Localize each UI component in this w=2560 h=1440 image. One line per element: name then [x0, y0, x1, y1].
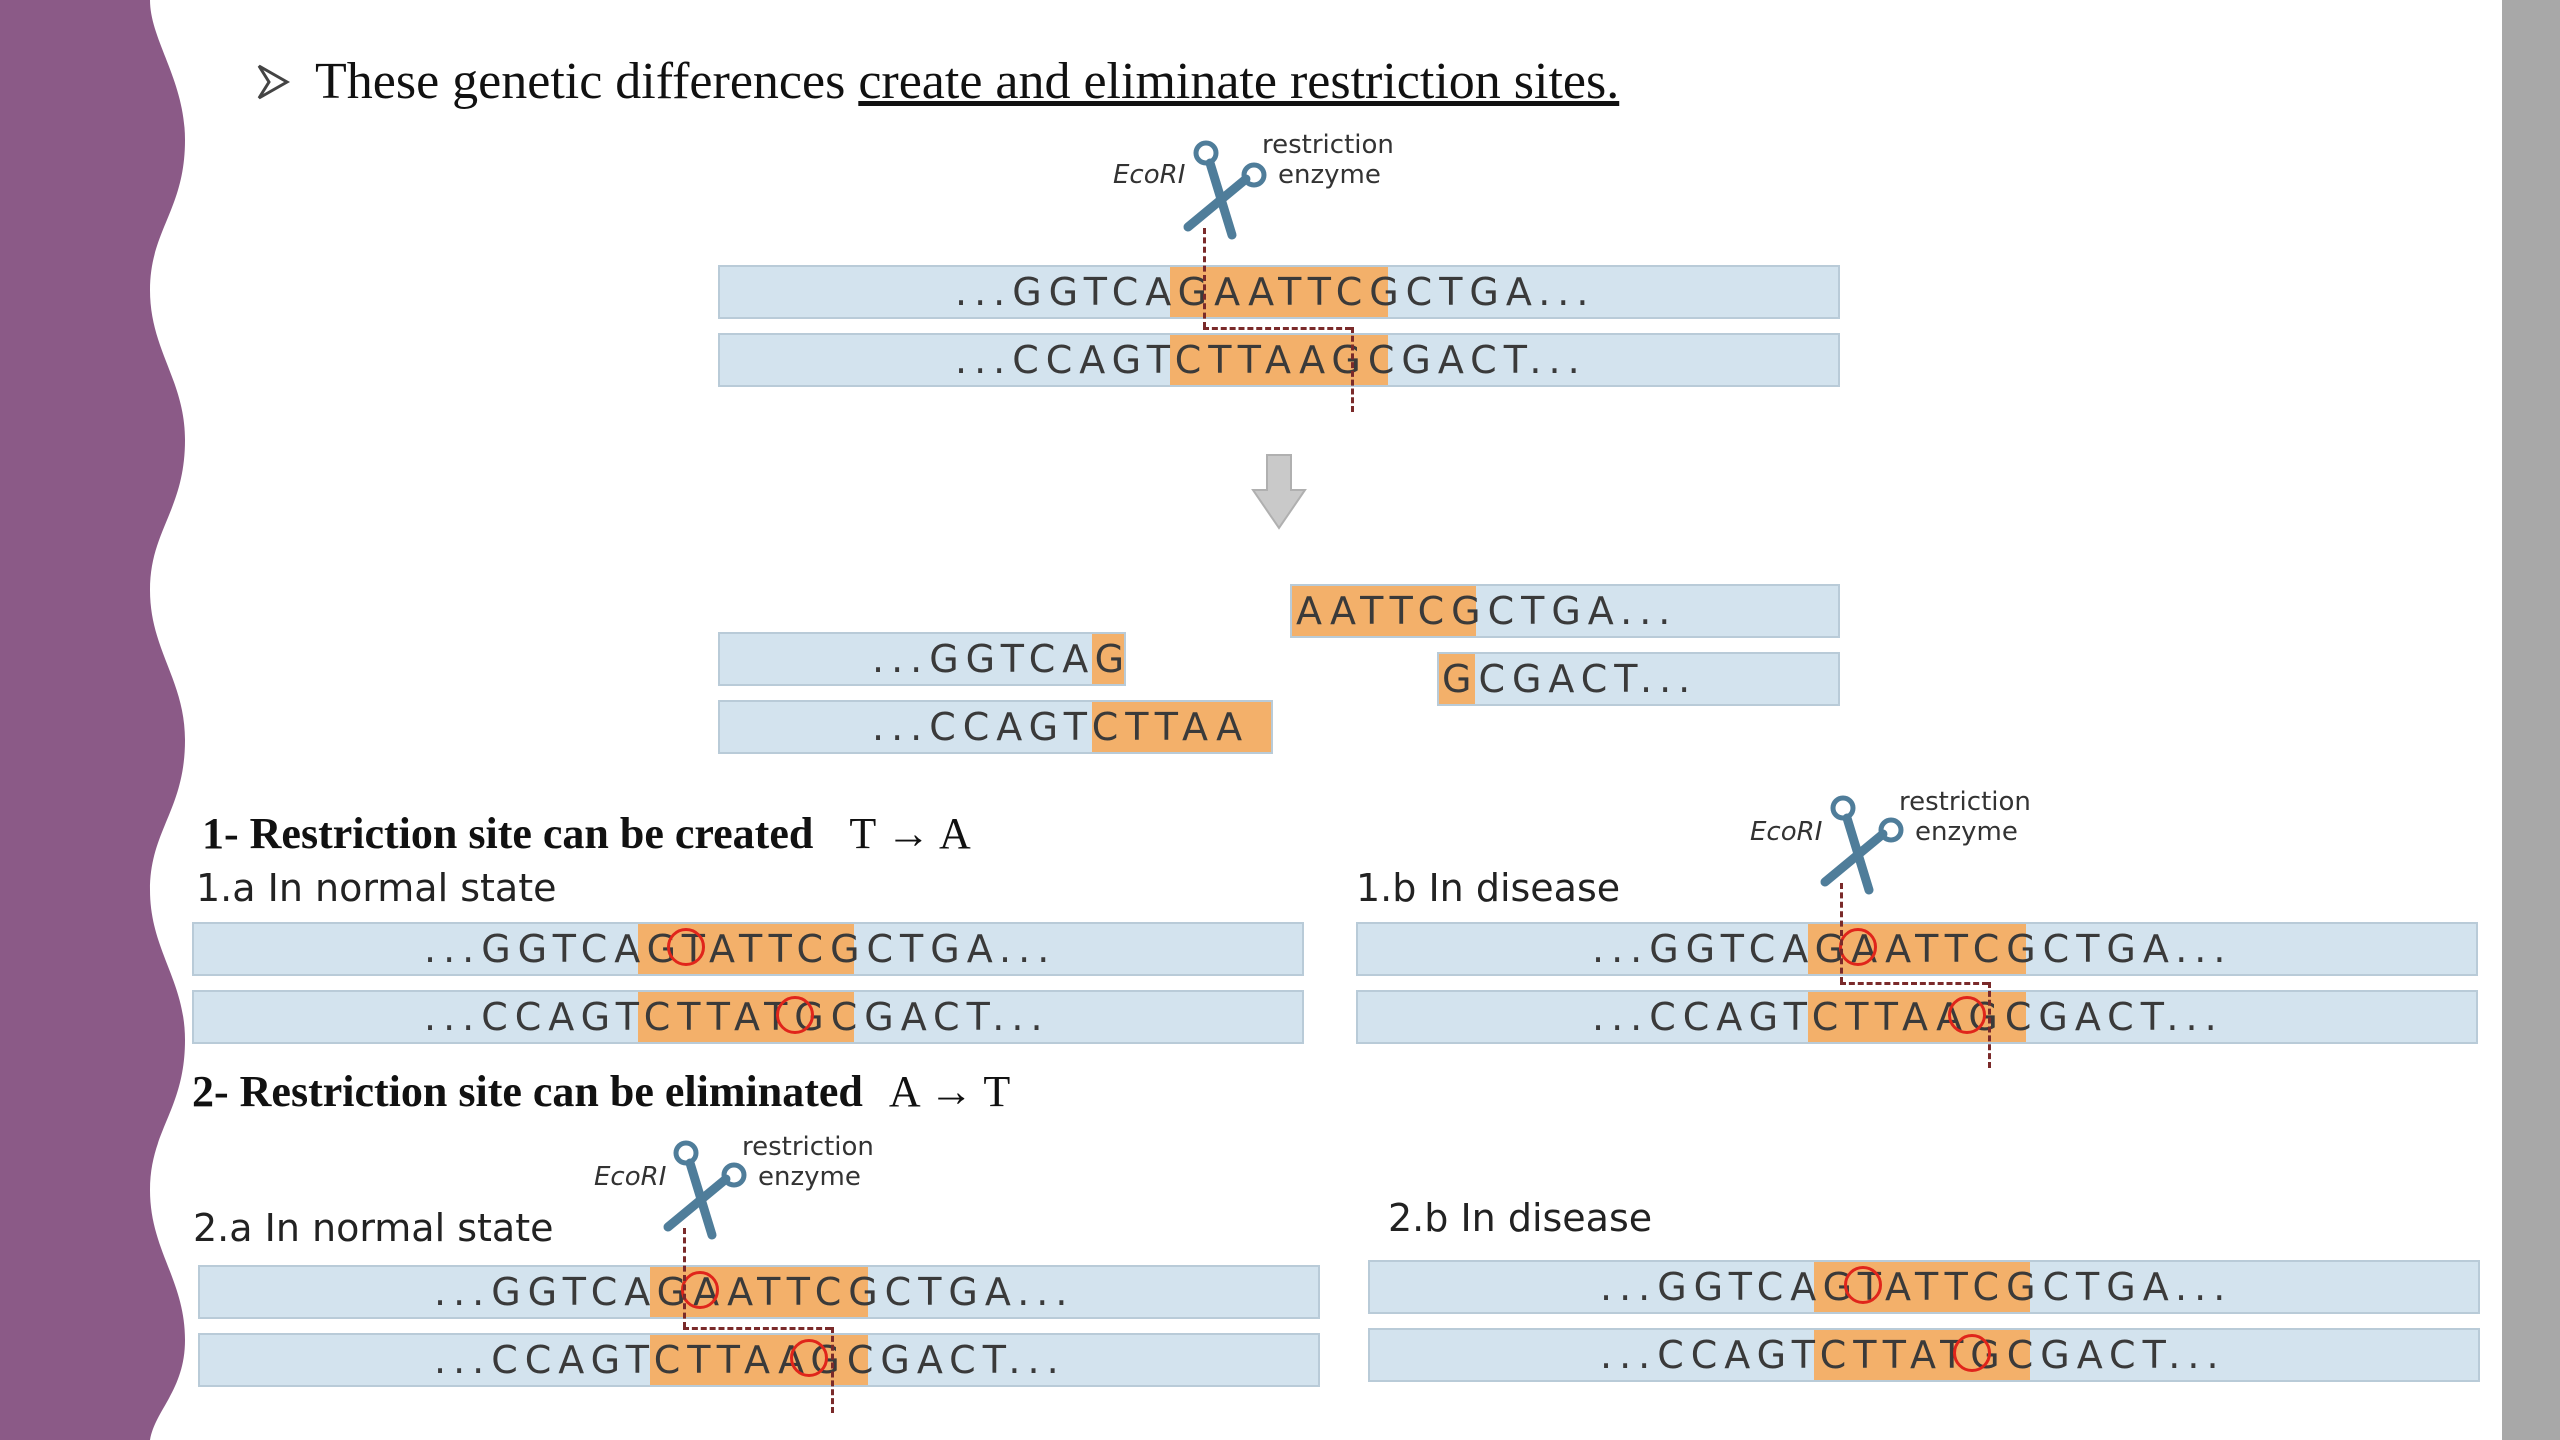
- cut-line: [683, 1228, 686, 1328]
- section2-normal-bottom-strand: [198, 1333, 1320, 1387]
- dna-top-strand: [718, 265, 1840, 319]
- section1-disease-top-seq: ...GGTCAGAATTCGCTGA...: [1592, 927, 2233, 971]
- cut-line: [1203, 228, 1206, 328]
- right-fragment-top: [1290, 584, 1840, 638]
- enzyme-name: EcoRI: [1750, 817, 1823, 847]
- section2-disease-bottom-seq: ...CCAGTCTTATGCGACT...: [1600, 1333, 2226, 1377]
- cut-line: [1351, 327, 1354, 412]
- mutation-ring: [667, 928, 705, 966]
- mutation-ring: [1839, 928, 1877, 966]
- section2-disease-top-strand: [1368, 1260, 2480, 1314]
- cut-line: [1203, 327, 1351, 330]
- down-arrow-icon: [1251, 454, 1307, 530]
- mutation-ring: [1953, 1334, 1991, 1372]
- section2-disease-top-seq: ...GGTCAGTATTCGCTGA...: [1600, 1265, 2233, 1309]
- title-bullet: [255, 62, 291, 106]
- mutation-ring: [776, 996, 814, 1034]
- dna-bottom-strand-seq: ...CCAGTCTTAAGCGACT...: [955, 338, 1587, 382]
- cut-line: [1988, 982, 1991, 1068]
- mutation-ring: [790, 1339, 828, 1377]
- cut-line: [1840, 982, 1988, 985]
- right-fragment-bottom: [1437, 652, 1840, 706]
- mutation-ring: [681, 1271, 719, 1309]
- right-edge-bar: [2502, 0, 2560, 1440]
- slide-title: These genetic differences create and eli…: [315, 52, 1619, 111]
- title-prefix: These genetic differences: [315, 53, 859, 110]
- cut-line: [1840, 883, 1843, 983]
- left-fragment-bottom-seq: ...CCAGTCTTAA: [872, 705, 1250, 749]
- section2-normal-bottom-seq: ...CCAGTCTTAAGCGACT...: [434, 1338, 1066, 1382]
- left-fragment-top-seq: ...GGTCAG: [872, 637, 1132, 681]
- dna-top-strand-seq: ...GGTCAGAATTCGCTGA...: [955, 270, 1596, 314]
- scissors-icon: [1183, 140, 1267, 240]
- dna-bottom-strand: [718, 333, 1840, 387]
- section2-normal-label: 2.a In normal state: [193, 1206, 554, 1250]
- sidebar-wave: [0, 0, 185, 1440]
- section1-normal-bottom-seq: ...CCAGTCTTATGCGACT...: [424, 995, 1050, 1039]
- section1-normal-bottom-strand: [192, 990, 1304, 1044]
- section2-normal-top-seq: ...GGTCAGAATTCGCTGA...: [434, 1270, 1075, 1314]
- mutation-ring: [1844, 1266, 1882, 1304]
- section2-disease-bottom-strand: [1368, 1328, 2480, 1382]
- left-fragment-bottom: [718, 700, 1273, 754]
- title-underlined: create and eliminate restriction sites.: [858, 53, 1620, 110]
- section1-normal-top-seq: ...GGTCAGTATTCGCTGA...: [424, 927, 1057, 971]
- enzyme-name: EcoRI: [1113, 160, 1186, 190]
- right-fragment-bottom-seq: GCGACT...: [1442, 657, 1698, 701]
- cut-line: [683, 1327, 831, 1330]
- section2-disease-label: 2.b In disease: [1388, 1196, 1653, 1240]
- right-fragment-top-seq: AATTCGCTGA...: [1296, 589, 1678, 633]
- scissors-icon: [1820, 795, 1904, 895]
- left-fragment-top: [718, 632, 1126, 686]
- section1-disease-label: 1.b In disease: [1356, 866, 1621, 910]
- enzyme-name: EcoRI: [594, 1162, 667, 1192]
- section1-normal-label: 1.a In normal state: [196, 866, 557, 910]
- section1-disease-bottom-seq: ...CCAGTCTTAAGCGACT...: [1592, 995, 2224, 1039]
- cut-line: [831, 1327, 834, 1413]
- scissors-icon: [663, 1140, 747, 1240]
- mutation-ring: [1948, 996, 1986, 1034]
